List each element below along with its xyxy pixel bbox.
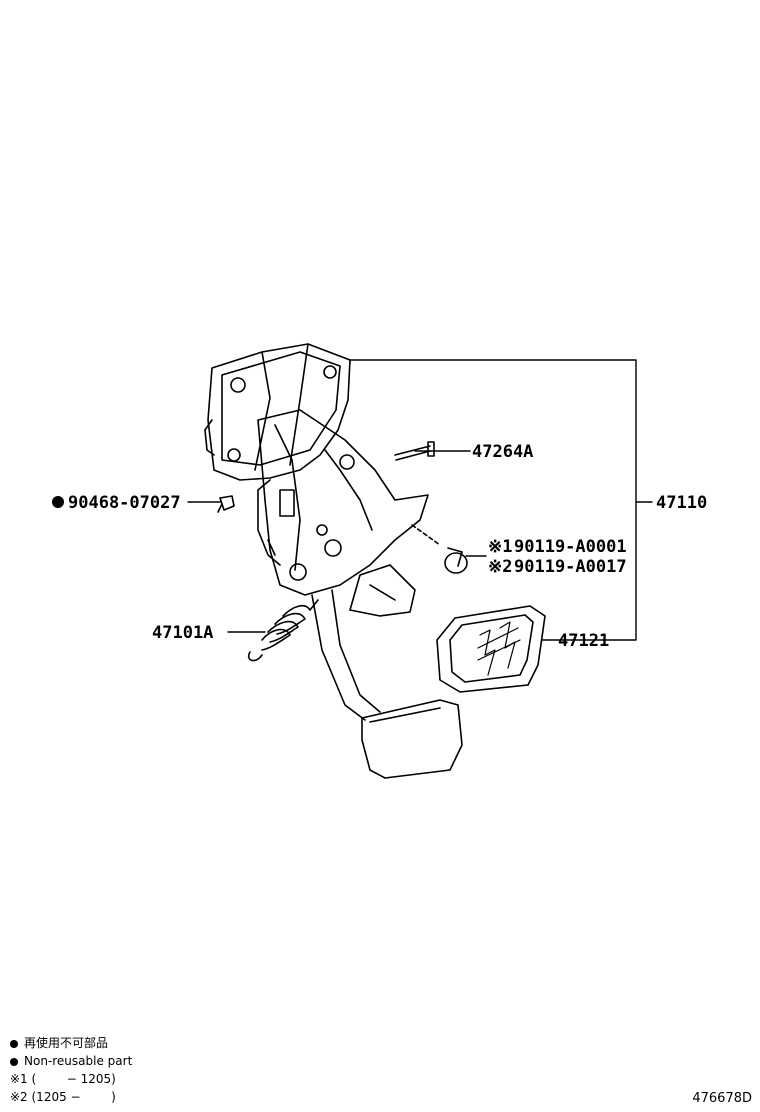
- label-90119-A0017: 90119-A0017: [514, 557, 627, 577]
- pedal-bracket: [204, 343, 351, 481]
- label-90119-A0001: 90119-A0001: [514, 537, 627, 557]
- screw-drawing: [411, 524, 468, 574]
- pedal-lever: [257, 409, 429, 721]
- legend-non-reusable-jp: 再使用不可部品: [10, 1034, 108, 1052]
- clip-drawing: [217, 495, 235, 513]
- label-screw-1-mark: ※1: [488, 537, 512, 557]
- label-47121: 47121: [558, 631, 609, 651]
- legend-non-reusable-en: Non-reusable part: [10, 1052, 132, 1070]
- label-47110: 47110: [656, 493, 707, 513]
- legend-jp-text: 再使用不可部品: [24, 1036, 109, 1050]
- legend-note-2: ※2 (1205 − ): [10, 1090, 116, 1104]
- legend-note-1: ※1 ( − 1205): [10, 1072, 116, 1086]
- label-47101A: 47101A: [152, 623, 213, 643]
- pedal-pad-drawing: [436, 605, 546, 693]
- label-90468-07027: 90468-07027: [68, 493, 181, 513]
- label-screw-2-mark: ※2: [488, 557, 512, 577]
- bullet-icon: [10, 1039, 18, 1048]
- return-spring-drawing: [247, 599, 319, 662]
- diagram-id: 476678D: [692, 1091, 752, 1106]
- bolt-pin-drawing: [394, 441, 435, 461]
- bullet-icon: [10, 1057, 18, 1066]
- leader-lines: [187, 359, 653, 641]
- legend-en-text: Non-reusable part: [24, 1054, 133, 1068]
- non-reusable-bullet-icon: [52, 496, 64, 508]
- label-47264A: 47264A: [472, 442, 533, 462]
- pedal-foot: [361, 699, 463, 779]
